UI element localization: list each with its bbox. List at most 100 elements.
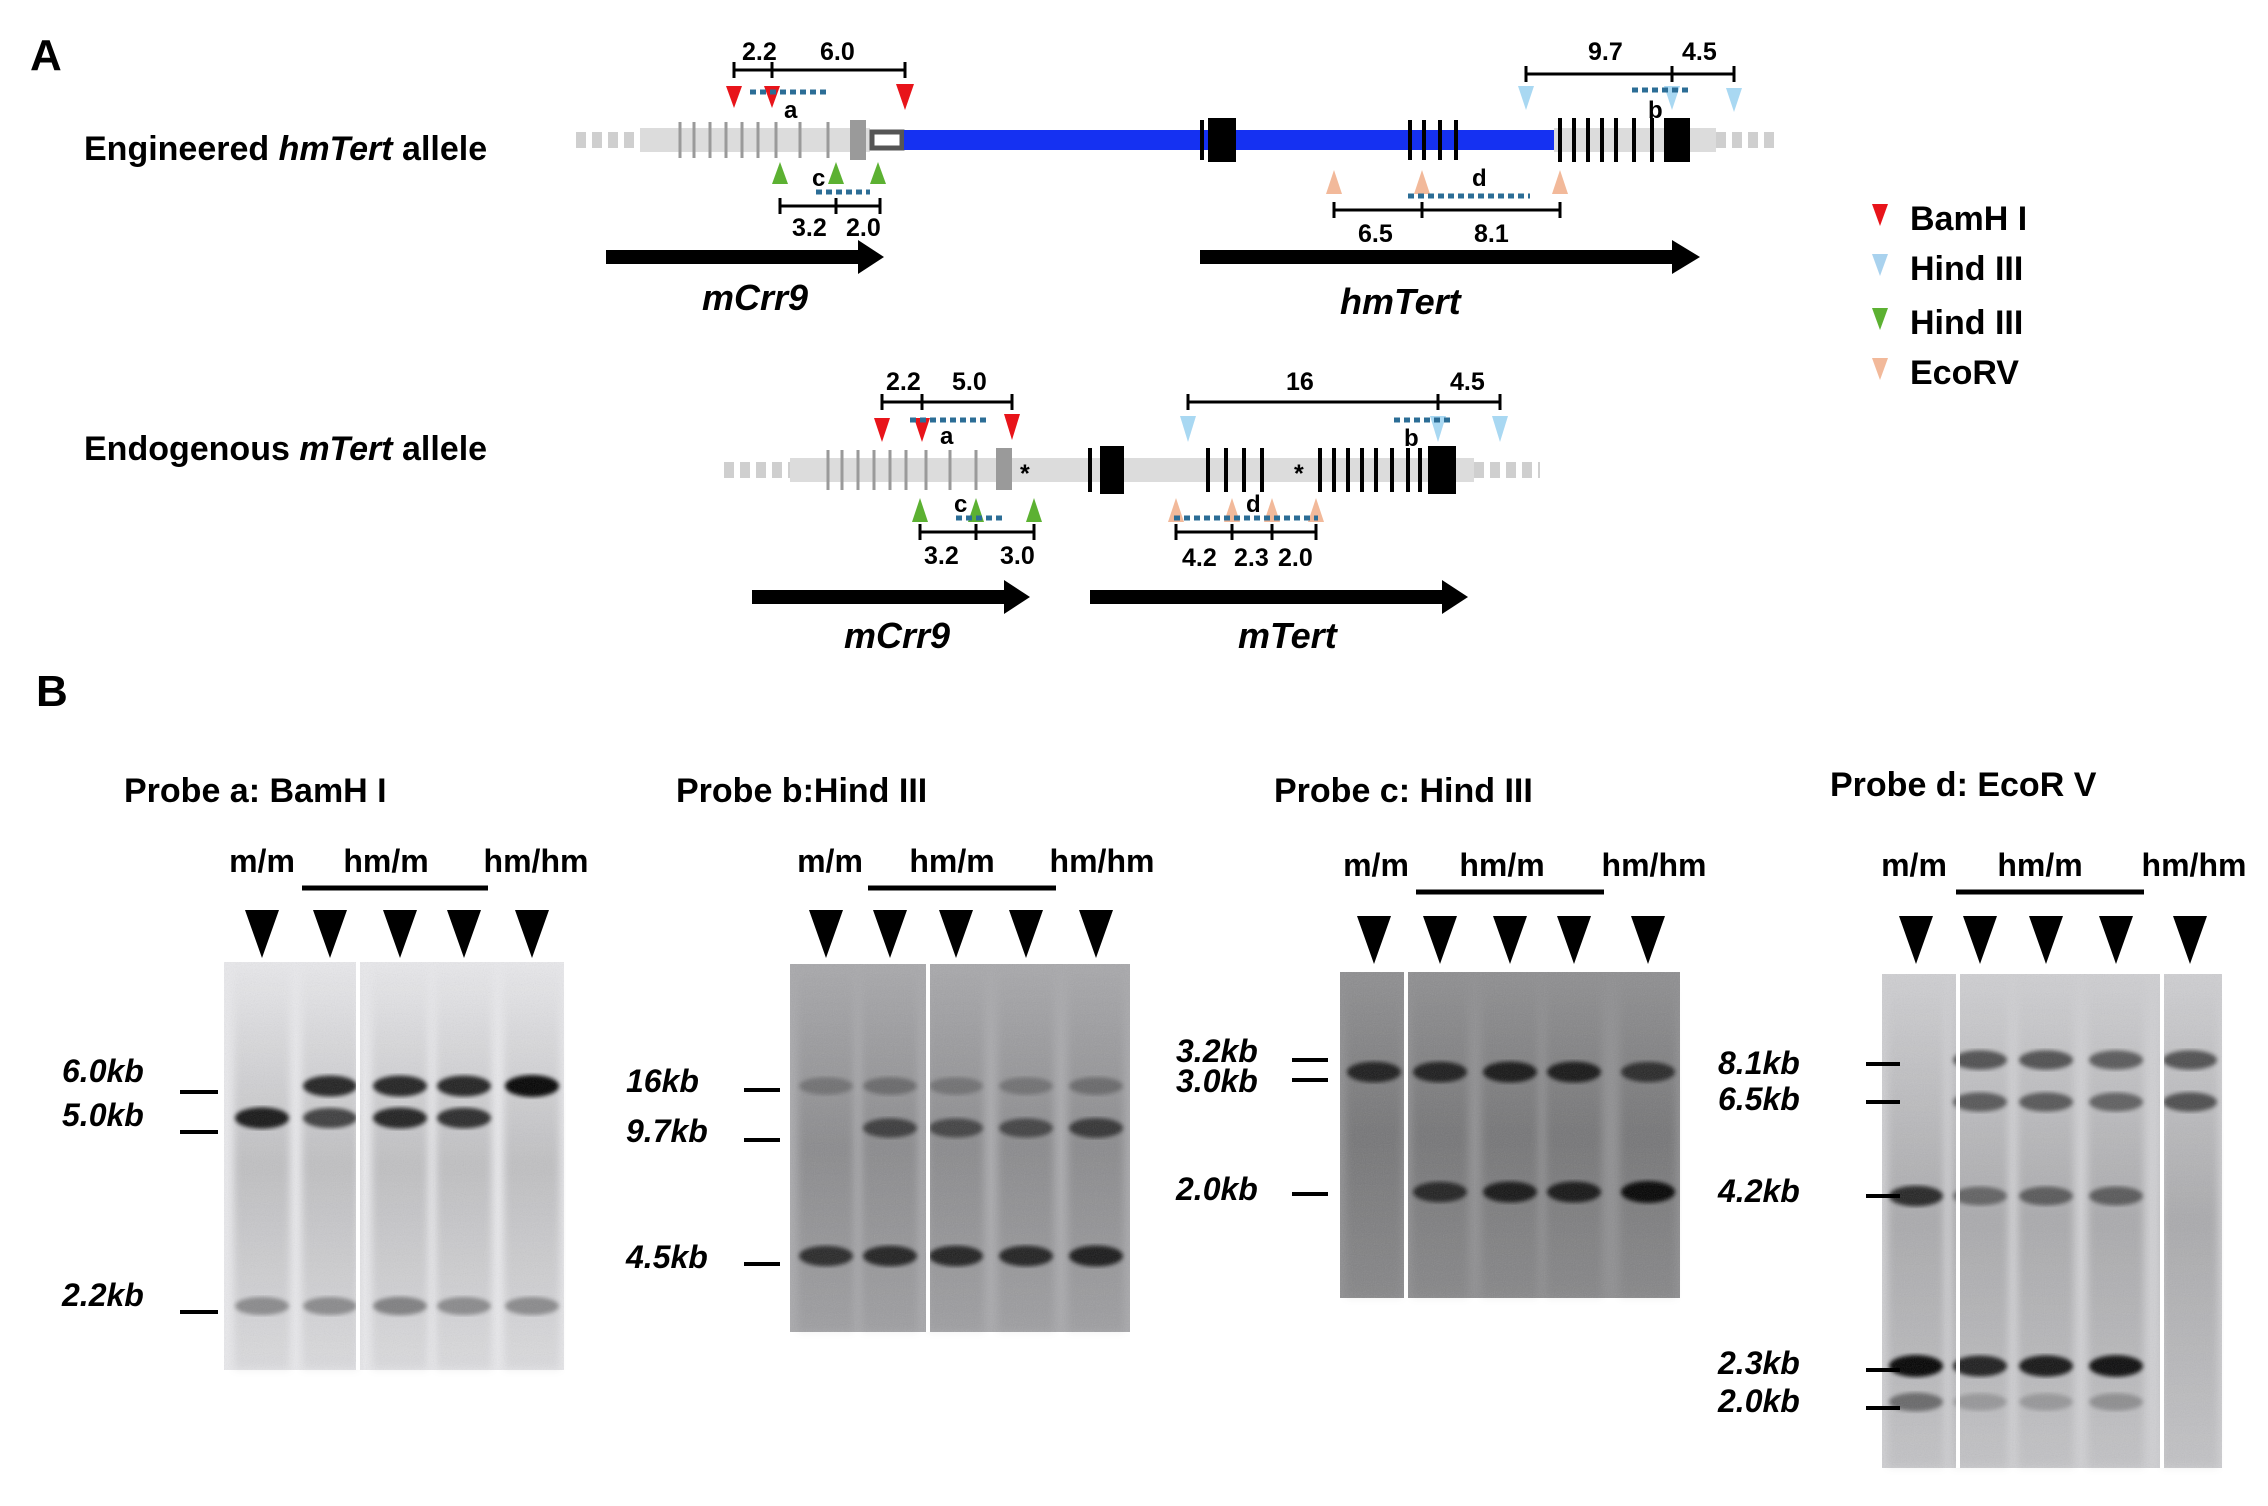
end-mcrr9-last-exon — [996, 448, 1012, 490]
blot-image — [1882, 974, 2222, 1468]
eng-hind-4-5: 4.5 — [1682, 38, 1717, 66]
size-marker-label: 2.2kb — [61, 1277, 144, 1313]
hind-blue-site-3 — [1726, 88, 1742, 112]
hind-blue-scale — [1524, 66, 1736, 82]
lane-genotype-label: hm/m — [1997, 847, 2082, 883]
ecorv-site-2 — [1414, 170, 1430, 194]
lane-arrowhead — [383, 910, 417, 958]
legend-label: BamH I — [1910, 200, 2027, 238]
end-hind-blue-site-1 — [1180, 416, 1196, 442]
lane-genotype-label: hm/m — [343, 843, 428, 879]
lane-splice-gap — [356, 962, 360, 1370]
lane-arrowhead — [1357, 916, 1391, 964]
eng-hg-3-2: 3.2 — [792, 214, 827, 242]
end-bam-5-0: 5.0 — [952, 368, 987, 396]
asterisk-2: * — [1294, 460, 1304, 488]
hind-green-site-2 — [828, 162, 844, 184]
end-bam-2-2: 2.2 — [886, 368, 921, 396]
end-mtert-last-exon — [1428, 446, 1456, 494]
lane-genotype-label: m/m — [229, 843, 295, 879]
gene-mcrr9-end: mCrr9 — [844, 615, 950, 656]
end-ecorv-scale — [1174, 524, 1318, 540]
engineered-allele-label: Engineered hmTert allele — [84, 130, 487, 168]
size-marker-label: 5.0kb — [62, 1097, 144, 1133]
ecorv-site-1 — [1326, 170, 1342, 194]
lane-arrowhead — [1423, 916, 1457, 964]
bamh-site-3 — [896, 84, 914, 110]
eng-bam-6-0: 6.0 — [820, 38, 855, 66]
eng-eco-8-1: 8.1 — [1474, 220, 1509, 248]
lane-arrowhead — [1963, 916, 1997, 964]
lane-arrowhead — [939, 910, 973, 958]
mcrr9-exons — [678, 122, 830, 158]
end-hg-3-0: 3.0 — [1000, 542, 1035, 570]
eng-eco-6-5: 6.5 — [1358, 220, 1393, 248]
engineered-junction-box — [869, 129, 905, 151]
gene-mcrr9-eng: mCrr9 — [702, 277, 808, 318]
end-mcrr9-exons — [826, 450, 978, 490]
engineered-allele-map: 2.2 6.0 a 9.7 4.5 b c 3.2 2.0 — [576, 38, 1780, 322]
probe-c-letter: c — [812, 165, 825, 192]
gene-mtert: mTert — [1238, 615, 1339, 656]
mtert-last-exon — [1664, 118, 1690, 162]
eng-bam-2-2: 2.2 — [742, 38, 777, 66]
lane-splice-gap — [926, 964, 930, 1332]
legend-marker — [1872, 204, 1888, 226]
end-hind-4-5: 4.5 — [1450, 368, 1485, 396]
end-hg-3-2: 3.2 — [924, 542, 959, 570]
lane-arrowhead — [447, 910, 481, 958]
blot-title: Probe d: EcoR V — [1830, 766, 2097, 804]
size-marker-label: 2.0kb — [1717, 1383, 1800, 1419]
bamh-site-1 — [726, 86, 742, 108]
legend-label: Hind III — [1910, 304, 2023, 342]
htert-exon-block — [1208, 118, 1236, 162]
legend-label: Hind III — [1910, 250, 2023, 288]
size-marker-label: 6.5kb — [1718, 1081, 1800, 1117]
hmtert-arrow — [1200, 240, 1700, 274]
blot-image — [224, 962, 564, 1370]
end-eco-2-0: 2.0 — [1278, 544, 1313, 572]
asterisk-1: * — [1020, 460, 1030, 488]
size-marker-label: 4.2kb — [1717, 1173, 1800, 1209]
lane-genotype-label: m/m — [797, 843, 863, 879]
hind-green-site-1 — [772, 162, 788, 184]
blot-title: Probe c: Hind III — [1274, 772, 1533, 810]
end-hind-16: 16 — [1286, 368, 1314, 396]
eng-hg-2-0: 2.0 — [846, 214, 881, 242]
end-bamh-site-2 — [914, 418, 930, 442]
end-bamh-site-1 — [874, 418, 890, 442]
mcrr9-arrow-end — [752, 580, 1030, 614]
lane-arrowhead — [245, 910, 279, 958]
size-marker-label: 2.0kb — [1175, 1171, 1258, 1207]
end-hind-green-scale — [918, 524, 1036, 540]
lane-splice-gap — [1956, 974, 1960, 1468]
end-bamh-scale — [880, 394, 1014, 410]
size-marker-label: 3.0kb — [1176, 1063, 1258, 1099]
size-marker-label: 3.2kb — [1176, 1033, 1258, 1069]
end-hind-blue-site-3 — [1492, 416, 1508, 442]
size-marker-label: 9.7kb — [626, 1113, 708, 1149]
size-marker-label: 4.5kb — [625, 1239, 708, 1275]
end-probe-b-letter: b — [1404, 425, 1419, 452]
lane-arrowhead — [515, 910, 549, 958]
blot-title: Probe b:Hind III — [676, 772, 927, 810]
lane-arrowhead — [313, 910, 347, 958]
lane-genotype-label: hm/hm — [1602, 847, 1707, 883]
lane-splice-gap — [2160, 974, 2164, 1468]
end-bamh-site-3 — [1004, 414, 1020, 440]
mtert-3prime-exons — [1558, 118, 1654, 162]
blot-image — [1340, 972, 1680, 1298]
lane-arrowhead — [809, 910, 843, 958]
probe-b-letter: b — [1648, 97, 1663, 124]
endogenous-allele-label: Endogenous mTert allele — [84, 430, 487, 468]
end-hind-green-site-3 — [1026, 498, 1042, 522]
mcrr9-arrow-eng — [606, 240, 884, 274]
lane-arrowhead — [2099, 916, 2133, 964]
lane-genotype-label: hm/m — [909, 843, 994, 879]
